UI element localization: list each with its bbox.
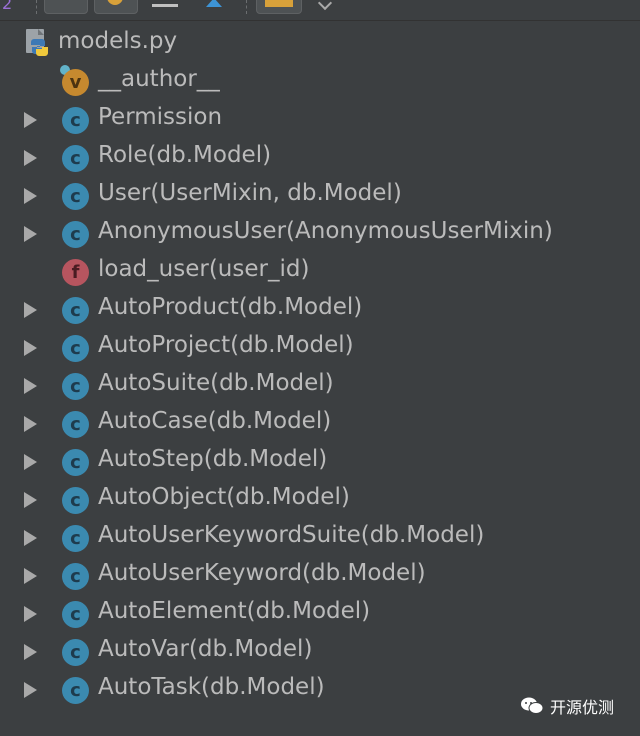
tree-item-label: AutoVar(db.Model) <box>98 636 313 662</box>
watermark: 开源优测 <box>520 692 614 720</box>
tree-item-label: AutoElement(db.Model) <box>98 598 371 624</box>
tree-item-label: AutoProject(db.Model) <box>98 332 354 358</box>
expand-arrow-icon[interactable] <box>24 568 37 584</box>
tree-item-class[interactable]: c AutoVar(db.Model) <box>0 632 640 670</box>
tree-item-function[interactable]: f load_user(user_id) <box>0 252 640 290</box>
class-badge-icon: c <box>62 297 89 324</box>
tree-item-label: AutoObject(db.Model) <box>98 484 350 510</box>
class-badge-icon: c <box>62 145 89 172</box>
class-badge-icon: c <box>62 449 89 476</box>
toolbar-fragment-text: 2 <box>2 0 13 13</box>
expand-arrow-icon[interactable] <box>24 454 37 470</box>
expand-arrow-icon[interactable] <box>24 682 37 698</box>
class-badge-icon: c <box>62 487 89 514</box>
expand-arrow-icon[interactable] <box>24 226 37 242</box>
toolbar-button-3[interactable] <box>256 0 302 14</box>
tree-item-label: AutoUserKeywordSuite(db.Model) <box>98 522 485 548</box>
tree-item-label: AutoUserKeyword(db.Model) <box>98 560 426 586</box>
tree-item-class[interactable]: c AutoStep(db.Model) <box>0 442 640 480</box>
sort-arrow-icon[interactable] <box>206 0 222 7</box>
tree-item-label: AutoProduct(db.Model) <box>98 294 363 320</box>
class-badge-icon: c <box>62 525 89 552</box>
class-badge-icon: c <box>62 411 89 438</box>
orange-circle-icon <box>107 0 123 5</box>
class-badge-icon: c <box>62 677 89 704</box>
class-badge-icon: c <box>62 183 89 210</box>
tree-item-class[interactable]: c AutoCase(db.Model) <box>0 404 640 442</box>
tree-item-label: AutoCase(db.Model) <box>98 408 332 434</box>
tree-item-class[interactable]: c AutoProject(db.Model) <box>0 328 640 366</box>
folder-icon <box>265 0 293 7</box>
tree-item-label: Permission <box>98 104 223 130</box>
expand-arrow-icon[interactable] <box>24 416 37 432</box>
expand-arrow-icon[interactable] <box>24 188 37 204</box>
tree-item-class[interactable]: c AutoUserKeywordSuite(db.Model) <box>0 518 640 556</box>
tree-item-label: AutoTask(db.Model) <box>98 674 325 700</box>
tree-item-class[interactable]: c AnonymousUser(AnonymousUserMixin) <box>0 214 640 252</box>
tree-item-label: load_user(user_id) <box>98 256 310 282</box>
class-badge-icon: c <box>62 373 89 400</box>
tree-item-label: User(UserMixin, db.Model) <box>98 180 402 206</box>
tree-item-class[interactable]: c AutoElement(db.Model) <box>0 594 640 632</box>
tree-item-label: AutoStep(db.Model) <box>98 446 328 472</box>
minus-icon[interactable] <box>152 4 178 7</box>
toolbar-separator <box>246 0 248 14</box>
expand-arrow-icon[interactable] <box>24 378 37 394</box>
protected-dot-icon <box>60 65 70 75</box>
toolbar-button-1[interactable] <box>44 0 88 14</box>
class-badge-icon: c <box>62 107 89 134</box>
python-file-icon <box>26 29 48 56</box>
toolbar-button-2[interactable] <box>94 0 138 14</box>
expand-arrow-icon[interactable] <box>24 150 37 166</box>
tree-item-label: __author__ <box>98 66 220 92</box>
expand-arrow-icon[interactable] <box>24 340 37 356</box>
toolbar-separator <box>36 0 38 14</box>
file-name: models.py <box>58 28 178 54</box>
tree-item-class[interactable]: c Permission <box>0 100 640 138</box>
tree-item-class[interactable]: c AutoProduct(db.Model) <box>0 290 640 328</box>
watermark-text: 开源优测 <box>550 698 615 717</box>
variable-badge-icon: v <box>62 69 89 96</box>
tree-item-label: AnonymousUser(AnonymousUserMixin) <box>98 218 553 244</box>
class-badge-icon: c <box>62 335 89 362</box>
expand-arrow-icon[interactable] <box>24 606 37 622</box>
tree-item-class[interactable]: c User(UserMixin, db.Model) <box>0 176 640 214</box>
expand-arrow-icon[interactable] <box>24 644 37 660</box>
expand-arrow-icon[interactable] <box>24 530 37 546</box>
tree-item-label: AutoSuite(db.Model) <box>98 370 334 396</box>
class-badge-icon: c <box>62 601 89 628</box>
tree-item-class[interactable]: c Role(db.Model) <box>0 138 640 176</box>
expand-arrow-icon[interactable] <box>24 112 37 128</box>
expand-arrow-icon[interactable] <box>24 492 37 508</box>
tree-item-class[interactable]: c AutoTask(db.Model) <box>0 670 640 708</box>
function-badge-icon: f <box>62 259 89 286</box>
tree-item-class[interactable]: c AutoSuite(db.Model) <box>0 366 640 404</box>
class-badge-icon: c <box>62 563 89 590</box>
file-node[interactable]: models.py <box>0 24 640 62</box>
expand-arrow-icon[interactable] <box>24 302 37 318</box>
tree-item-class[interactable]: c AutoUserKeyword(db.Model) <box>0 556 640 594</box>
chevron-down-icon[interactable] <box>317 0 333 11</box>
class-badge-icon: c <box>62 639 89 666</box>
tree-item-variable[interactable]: v __author__ <box>0 62 640 100</box>
tree-item-label: Role(db.Model) <box>98 142 272 168</box>
tree-item-class[interactable]: c AutoObject(db.Model) <box>0 480 640 518</box>
wechat-icon <box>521 697 544 714</box>
structure-toolbar: 2 <box>0 0 640 21</box>
class-badge-icon: c <box>62 221 89 248</box>
